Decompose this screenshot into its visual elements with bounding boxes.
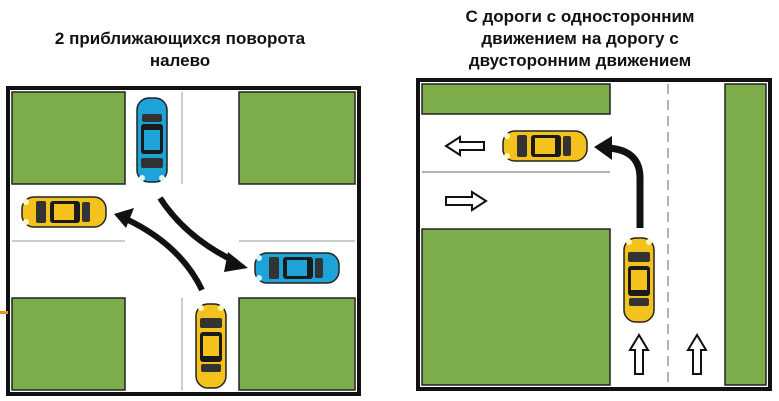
hollow-arrow-icon xyxy=(686,333,708,375)
grass-block-bottom-left xyxy=(11,297,126,391)
grass-block-bottom-left xyxy=(421,228,611,386)
grass-block-right xyxy=(724,83,767,386)
hollow-arrow-icon xyxy=(628,333,650,375)
grass-block-bottom-right xyxy=(238,297,356,391)
right-caption: С дороги с односторонним движением на до… xyxy=(465,7,695,70)
car-icon xyxy=(195,303,227,389)
car-icon xyxy=(502,130,588,162)
left-intersection-diagram xyxy=(6,86,361,396)
curved-arrow-icon xyxy=(594,136,612,160)
curved-arrow-icon xyxy=(224,252,248,272)
grass-block-top-left xyxy=(11,91,126,185)
car-icon xyxy=(254,252,340,284)
hollow-arrow-icon xyxy=(445,190,488,212)
car-icon xyxy=(136,97,168,183)
hollow-arrow-icon xyxy=(444,135,485,157)
right-junction-diagram xyxy=(416,78,772,391)
car-icon xyxy=(21,196,107,228)
turn-arrow-left xyxy=(607,144,644,228)
left-caption: 2 приближающихся поворота налево xyxy=(54,29,306,70)
grass-block-top-right xyxy=(238,91,356,185)
accent-mark xyxy=(0,311,8,314)
turn-arrow-blue xyxy=(157,196,238,265)
car-icon xyxy=(623,237,655,323)
grass-block-top xyxy=(421,83,611,115)
curved-arrow-icon xyxy=(114,208,134,228)
turn-arrow-yellow xyxy=(122,215,205,292)
